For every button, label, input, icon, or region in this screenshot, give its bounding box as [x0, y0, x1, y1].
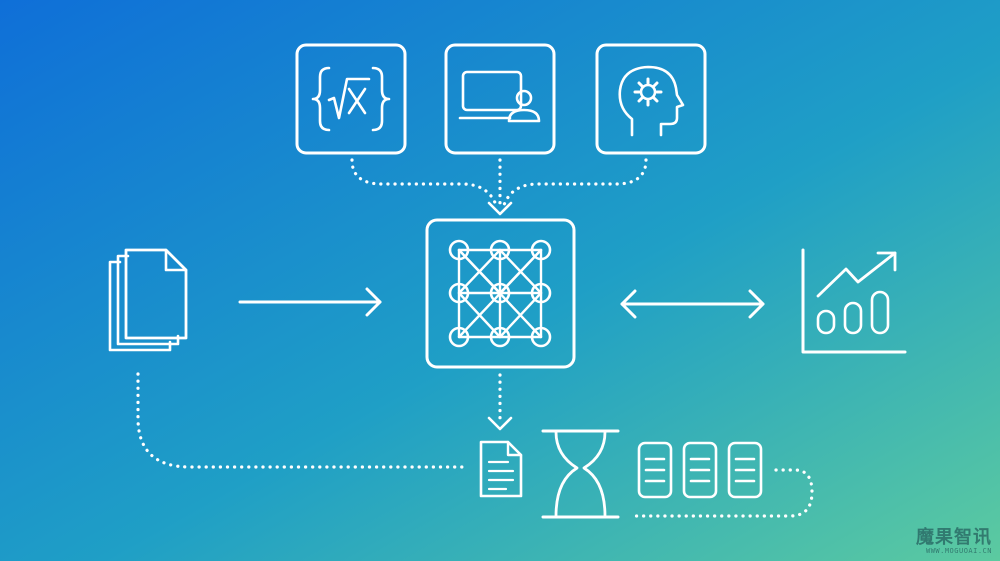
documents-stack-icon — [108, 248, 188, 352]
arrowhead-into-network — [487, 201, 513, 216]
arrow-network-to-chart-bidirectional — [620, 289, 765, 319]
arrow-documents-to-network — [238, 287, 382, 317]
server-blocks-icon — [637, 441, 763, 499]
dotted-connector-right — [634, 468, 814, 518]
head-gear-icon — [595, 43, 707, 155]
dotted-connector-left — [136, 372, 466, 469]
math-formula-icon — [295, 43, 407, 155]
watermark: 魔果智讯 WWW.MOGUOAI.CN — [916, 529, 992, 555]
bar-chart-growth-icon — [801, 248, 907, 354]
watermark-text: 魔果智讯 — [916, 527, 992, 548]
watermark-url: WWW.MOGUOAI.CN — [925, 547, 992, 555]
hourglass-icon — [541, 429, 620, 519]
dotted-connector-down — [487, 373, 513, 431]
neural-network-icon — [425, 218, 576, 369]
dotted-connector-top — [350, 158, 648, 207]
laptop-user-icon — [444, 43, 556, 155]
document-icon — [479, 440, 523, 498]
